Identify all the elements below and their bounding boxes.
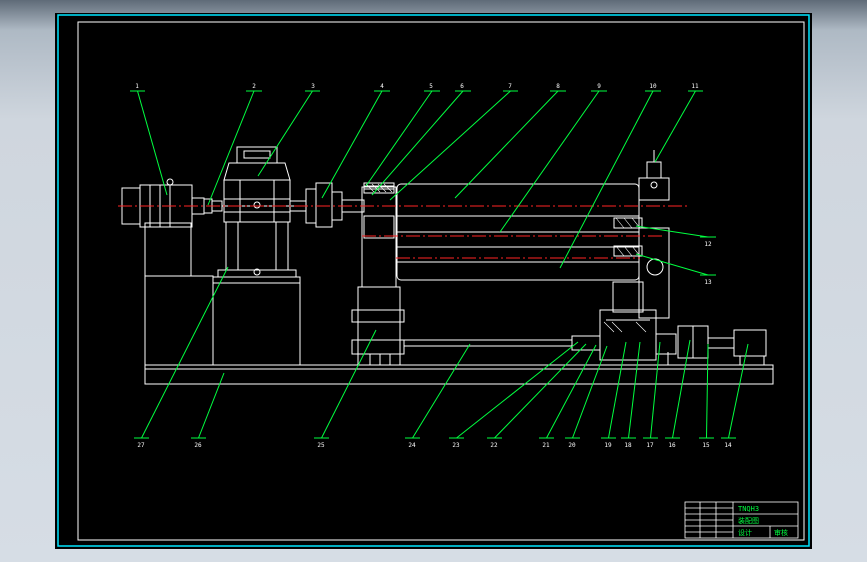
leader-line-13 [635, 253, 709, 276]
balloon-21: 21 [542, 442, 550, 449]
balloon-23: 23 [452, 442, 460, 449]
leader-line-26 [198, 372, 225, 439]
balloon-5: 5 [429, 83, 433, 90]
leader-line-16 [672, 339, 691, 439]
balloon-7: 7 [508, 83, 512, 90]
balloon-12: 12 [704, 241, 712, 248]
leader-line-18 [628, 341, 641, 439]
roll-stand [351, 182, 405, 366]
leader-line-20 [572, 345, 608, 439]
lower-drive [404, 309, 767, 366]
outer-frame [57, 14, 810, 547]
leader-line-7 [389, 90, 511, 201]
balloon-19: 19 [604, 442, 612, 449]
drawing-sheet [55, 13, 812, 549]
leader-line-22 [494, 343, 587, 439]
leader-line-4 [321, 90, 383, 199]
leader-line-2 [207, 90, 255, 206]
leader-line-27 [141, 266, 229, 439]
balloon-9: 9 [597, 83, 601, 90]
balloon-20: 20 [568, 442, 576, 449]
balloon-1: 1 [135, 83, 139, 90]
balloon-4: 4 [380, 83, 384, 90]
balloon-13: 13 [704, 279, 712, 286]
leader-line-10 [559, 90, 654, 269]
designer-label: 设计 [738, 528, 752, 537]
balloon-15: 15 [702, 442, 710, 449]
balloon-25: 25 [317, 442, 325, 449]
leader-line-25 [321, 329, 377, 439]
balloon-3: 3 [311, 83, 315, 90]
leader-line-19 [608, 341, 627, 439]
drive-motor [121, 178, 205, 228]
balloon-22: 22 [490, 442, 498, 449]
balloon-14: 14 [724, 442, 732, 449]
inner-frame [77, 21, 805, 541]
leader-line-24 [412, 343, 471, 439]
reducer-pedestal [212, 276, 301, 366]
title-block [684, 501, 799, 539]
balloon-11: 11 [691, 83, 699, 90]
leader-line-8 [454, 90, 559, 199]
leader-line-6 [371, 90, 464, 196]
checker-label: 审核 [774, 528, 788, 537]
balloon-8: 8 [556, 83, 560, 90]
gear-reducer [217, 146, 297, 278]
motor-pedestal [144, 222, 214, 366]
drawing-name: TNQH3 [738, 505, 759, 513]
balloon-17: 17 [646, 442, 654, 449]
right-bearing-assembly [612, 150, 670, 319]
balloon-26: 26 [194, 442, 202, 449]
leader-line-12 [635, 225, 709, 238]
leader-line-15 [706, 343, 709, 439]
leader-line-17 [650, 341, 661, 439]
base-frame [144, 364, 774, 385]
part-leaders [130, 90, 749, 439]
leader-line-21 [546, 344, 597, 439]
balloon-27: 27 [137, 442, 145, 449]
balloon-2: 2 [252, 83, 256, 90]
balloon-24: 24 [408, 442, 416, 449]
balloon-18: 18 [624, 442, 632, 449]
balloon-10: 10 [649, 83, 657, 90]
leader-line-1 [137, 90, 168, 196]
leader-line-23 [456, 341, 579, 439]
balloon-16: 16 [668, 442, 676, 449]
leader-line-14 [728, 343, 749, 439]
leader-line-3 [257, 90, 313, 177]
leader-line-5 [365, 90, 433, 187]
leader-line-9 [499, 90, 600, 233]
drawing-subtitle: 装配图 [738, 516, 759, 525]
title-block-text: TNQH3 装配图 设计 审核 [738, 505, 788, 537]
leader-line-11 [654, 90, 696, 163]
balloon-6: 6 [460, 83, 464, 90]
main-roll [396, 183, 640, 281]
